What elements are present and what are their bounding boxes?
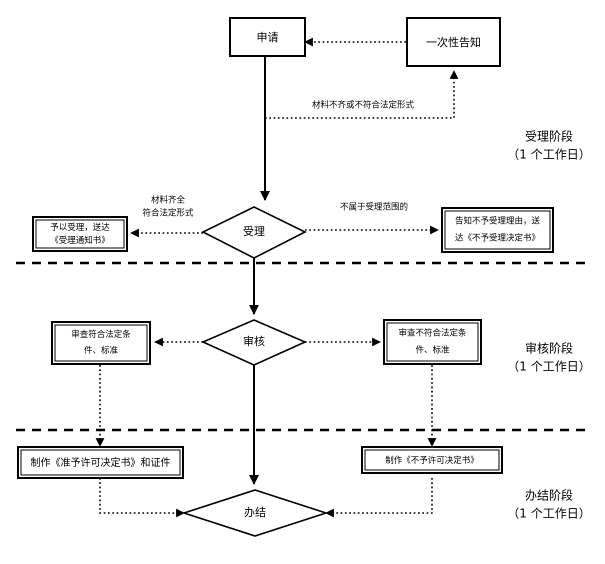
node-review-pass[interactable]: 审查符合法定条 件、标准 [51,321,151,365]
node-acceptance-label: 受理 [243,225,265,238]
node-review[interactable]: 审核 [201,319,307,366]
node-review-pass-line2: 件、标准 [84,345,119,356]
stage-completion-duration: （1 个工作日） [507,507,590,521]
node-application-label: 申请 [257,31,279,44]
edge-permit-grant-to-completion [99,478,185,518]
edge-label-out-of-scope: 不属于受理范围的 [340,202,408,213]
node-accept-no-line2: 达《不予受理决定书》 [455,233,540,244]
node-accept-no-line1: 告知不予受理理由，送 [455,216,541,227]
node-accept-yes-line1: 予以受理，送达 [50,222,110,233]
stage-label-review: 审核阶段 （1 个工作日） [507,341,590,374]
edge-permit-deny-to-completion [325,478,433,518]
edge-label-complete-materials-line1: 材料齐全 [151,195,186,206]
node-accept-yes[interactable]: 予以受理，送达 《受理通知书》 [32,216,128,252]
node-permit-grant-label: 制作《准予许可决定书》和证件 [31,456,171,469]
stage-acceptance-name: 受理阶段 [525,129,573,144]
node-review-pass-line1: 审查符合法定条 [71,329,131,340]
node-permit-deny[interactable]: 制作《不予许可决定书》 [361,446,503,474]
node-one-time-notice-label: 一次性告知 [426,35,481,49]
node-review-label: 审核 [243,334,265,348]
node-permit-grant[interactable]: 制作《准予许可决定书》和证件 [17,446,184,479]
edge-label-incomplete-materials: 材料不齐或不符合法定形式 [312,100,415,111]
stage-completion-name: 办结阶段 [525,488,573,503]
stage-review-duration: （1 个工作日） [507,360,590,374]
node-accept-no[interactable]: 告知不予受理理由，送 达《不予受理决定书》 [441,207,554,253]
node-completion[interactable]: 办结 [181,489,329,537]
stage-label-acceptance: 受理阶段 （1 个工作日） [507,129,590,162]
edge-incomplete-to-notice [265,70,459,119]
node-one-time-notice[interactable]: 一次性告知 [406,17,501,67]
node-completion-label: 办结 [244,506,266,519]
node-acceptance[interactable]: 受理 [201,206,307,259]
node-accept-yes-line2: 《受理通知书》 [50,235,110,246]
node-review-fail[interactable]: 审查不符合法定条 件、标准 [383,319,482,365]
stage-review-name: 审核阶段 [525,341,573,356]
node-review-fail-line1: 审查不符合法定条 [398,328,467,339]
stage-acceptance-duration: （1 个工作日） [507,148,590,162]
node-review-fail-line2: 件、标准 [415,345,450,356]
edge-label-complete-materials-line2: 符合法定形式 [142,208,194,219]
node-permit-deny-label: 制作《不予许可决定书》 [385,455,479,466]
node-application[interactable]: 申请 [229,17,306,57]
stage-label-completion: 办结阶段 （1 个工作日） [507,488,590,521]
